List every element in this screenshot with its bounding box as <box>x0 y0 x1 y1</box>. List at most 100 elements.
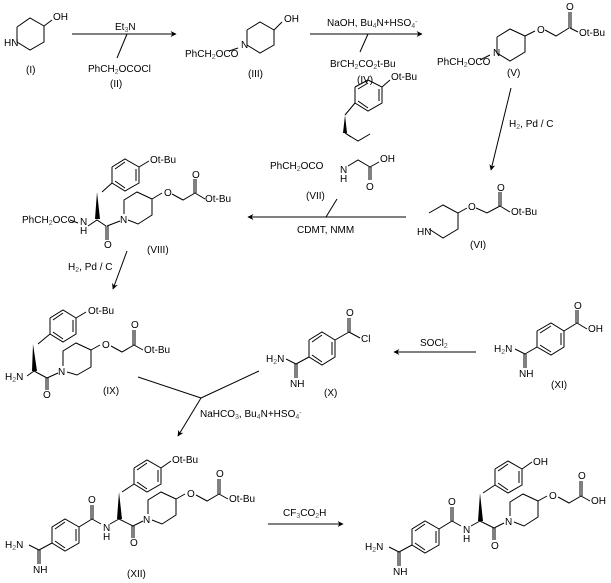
compound-XI: O OH NH H2N (XI) <box>494 301 603 391</box>
ether-oxygen: O <box>102 340 110 351</box>
compound-VIII: Ot-Bu O N O O Ot-Bu N H PhCH2OCO (VIII) <box>22 155 231 256</box>
reagent-h2-pdc: H2, Pd / C <box>509 119 554 131</box>
carbonyl-oxygen: O <box>578 471 586 482</box>
nitrogen-label: N <box>493 48 500 59</box>
piperidine-ring <box>509 493 539 527</box>
carboxylic-acid-oh: OH <box>591 496 606 507</box>
phenol-oh: OH <box>533 457 548 468</box>
cbz-group: PhCH2OCO <box>270 161 324 173</box>
benzene-ring <box>133 459 162 493</box>
stereo-wedge <box>478 493 483 521</box>
amide-oxygen: O <box>104 240 112 251</box>
tert-butyl-ester: Ot-Bu <box>579 28 605 39</box>
benzene-ring <box>111 158 140 192</box>
reaction-step-8: CF3CO2H <box>268 508 344 527</box>
compound-label-IX: (IX) <box>103 386 119 397</box>
carbonyl-oxygen: O <box>566 2 574 13</box>
piperidine-nitrogen: N <box>505 517 512 528</box>
reagent-naoh-ptc: NaOH, Bu4N+HSO4- <box>327 18 418 30</box>
reagent-tfa: CF3CO2H <box>283 508 326 520</box>
benzene-ring <box>49 309 77 343</box>
carbonyl-oxygen: O <box>216 469 224 480</box>
compound-X: O Cl NH H2N (X) <box>266 308 370 399</box>
carboxyl-oh: OH <box>380 154 395 165</box>
reagent-et3n: Et3N <box>115 22 136 34</box>
amidine-nh2: H2N <box>494 344 512 356</box>
piperidine-nitrogen: N <box>143 515 150 526</box>
tert-butyl-ether: Ot-Bu <box>88 306 114 317</box>
ether-oxygen: O <box>549 491 557 502</box>
amide-oxygen: O <box>43 390 51 401</box>
compound-label-IV: (IV) <box>357 75 373 86</box>
reaction-step-5: H2, Pd / C <box>68 250 128 290</box>
compound-label-VI: (VI) <box>470 240 486 251</box>
tert-butyl-ether: Ot-Bu <box>172 455 198 466</box>
compound-I: OH HN (I) <box>4 12 68 76</box>
tert-butyl-ester: Ot-Bu <box>229 494 255 505</box>
compound-label-I: (I) <box>26 65 35 76</box>
ether-oxygen: O <box>164 188 172 199</box>
compound-VII: Ot-Bu PhCH2OCO N H OH O (VII) <box>270 72 417 202</box>
carbonyl-oxygen: O <box>346 308 354 319</box>
compound-III: OH N PhCH2OCO (III) <box>185 14 299 80</box>
amide-nitrogen: N <box>103 523 110 534</box>
carbonyl-oxygen: O <box>574 301 582 312</box>
compound-label-VIII: (VIII) <box>147 245 169 256</box>
benzamide-oxygen: O <box>88 495 96 506</box>
reaction-arrow <box>177 397 202 437</box>
amine-label: HN <box>417 227 431 238</box>
piperidine-ring <box>62 342 92 376</box>
benzamide-oxygen: O <box>448 497 456 508</box>
amide-hydrogen: H <box>103 532 110 543</box>
hydroxyl-label: OH <box>53 12 68 23</box>
benzene-ring <box>308 331 336 366</box>
compound-IX: Ot-Bu H2N O N O O Ot-Bu (IX) <box>5 306 170 401</box>
nitrogen-label: N <box>241 40 248 51</box>
reaction-step-7: NaHCO3, Bu4N+HSO4- <box>137 370 302 437</box>
piperidine-ring <box>16 17 45 51</box>
stereo-wedge <box>95 192 100 219</box>
benzene-ring <box>494 460 523 494</box>
reaction-step-6: SOCl2 <box>393 338 476 355</box>
compound-VI: O O Ot-Bu HN (VI) <box>417 183 537 251</box>
reaction-step-4: CDMT, NMM <box>247 198 406 236</box>
amide-oxygen: O <box>130 538 138 549</box>
reaction-step-2: NaOH, Bu4N+HSO4- BrCH2CO2t-Bu (IV) <box>310 18 423 86</box>
reagent-socl2: SOCl2 <box>420 338 448 350</box>
tert-butyl-ester: Ot-Bu <box>511 207 537 218</box>
amine-label: HN <box>4 38 18 49</box>
carbonyl-oxygen: O <box>366 182 374 193</box>
tert-butyl-ether: Ot-Bu <box>391 72 417 83</box>
benzene-ring <box>51 518 80 552</box>
compound-label-X: (X) <box>324 388 337 399</box>
compound-label-V: (V) <box>507 68 520 79</box>
amide-hydrogen: H <box>80 226 87 237</box>
imine-nh: NH <box>393 567 407 578</box>
amidine-nh2: H2N <box>365 542 383 554</box>
tert-butyl-ester: Ot-Bu <box>144 345 170 356</box>
piperidine-ring <box>246 21 275 54</box>
tert-butyl-ester: Ot-Bu <box>205 194 231 205</box>
reaction-step-3: H2, Pd / C <box>489 87 554 171</box>
benzene-ring <box>536 322 565 356</box>
reaction-step-1: Et3N PhCH2OCOCl (II) <box>72 22 177 90</box>
compound-label-II: (II) <box>110 79 122 90</box>
stereo-wedge <box>32 344 37 371</box>
compound-IV-formula: BrCH2CO2t-Bu <box>330 59 396 71</box>
piperidine-ring <box>428 204 459 239</box>
carboxyl-oh: OH <box>588 324 603 335</box>
stereo-wedge <box>343 115 347 133</box>
amide-hydrogen: H <box>463 534 470 545</box>
ether-oxygen: O <box>537 25 545 36</box>
ether-oxygen: O <box>468 202 476 213</box>
compound-label-III: (III) <box>248 69 263 80</box>
stereo-wedge <box>117 492 122 519</box>
reagent-nahco3-ptc: NaHCO3, Bu4N+HSO4- <box>200 409 302 421</box>
reaction-arrow <box>112 250 128 290</box>
piperidine-ring <box>496 28 526 62</box>
benzene-ring <box>411 520 440 554</box>
amidine-nh2: H2N <box>5 540 23 552</box>
reaction-arrow <box>489 87 512 171</box>
ether-oxygen: O <box>187 489 195 500</box>
